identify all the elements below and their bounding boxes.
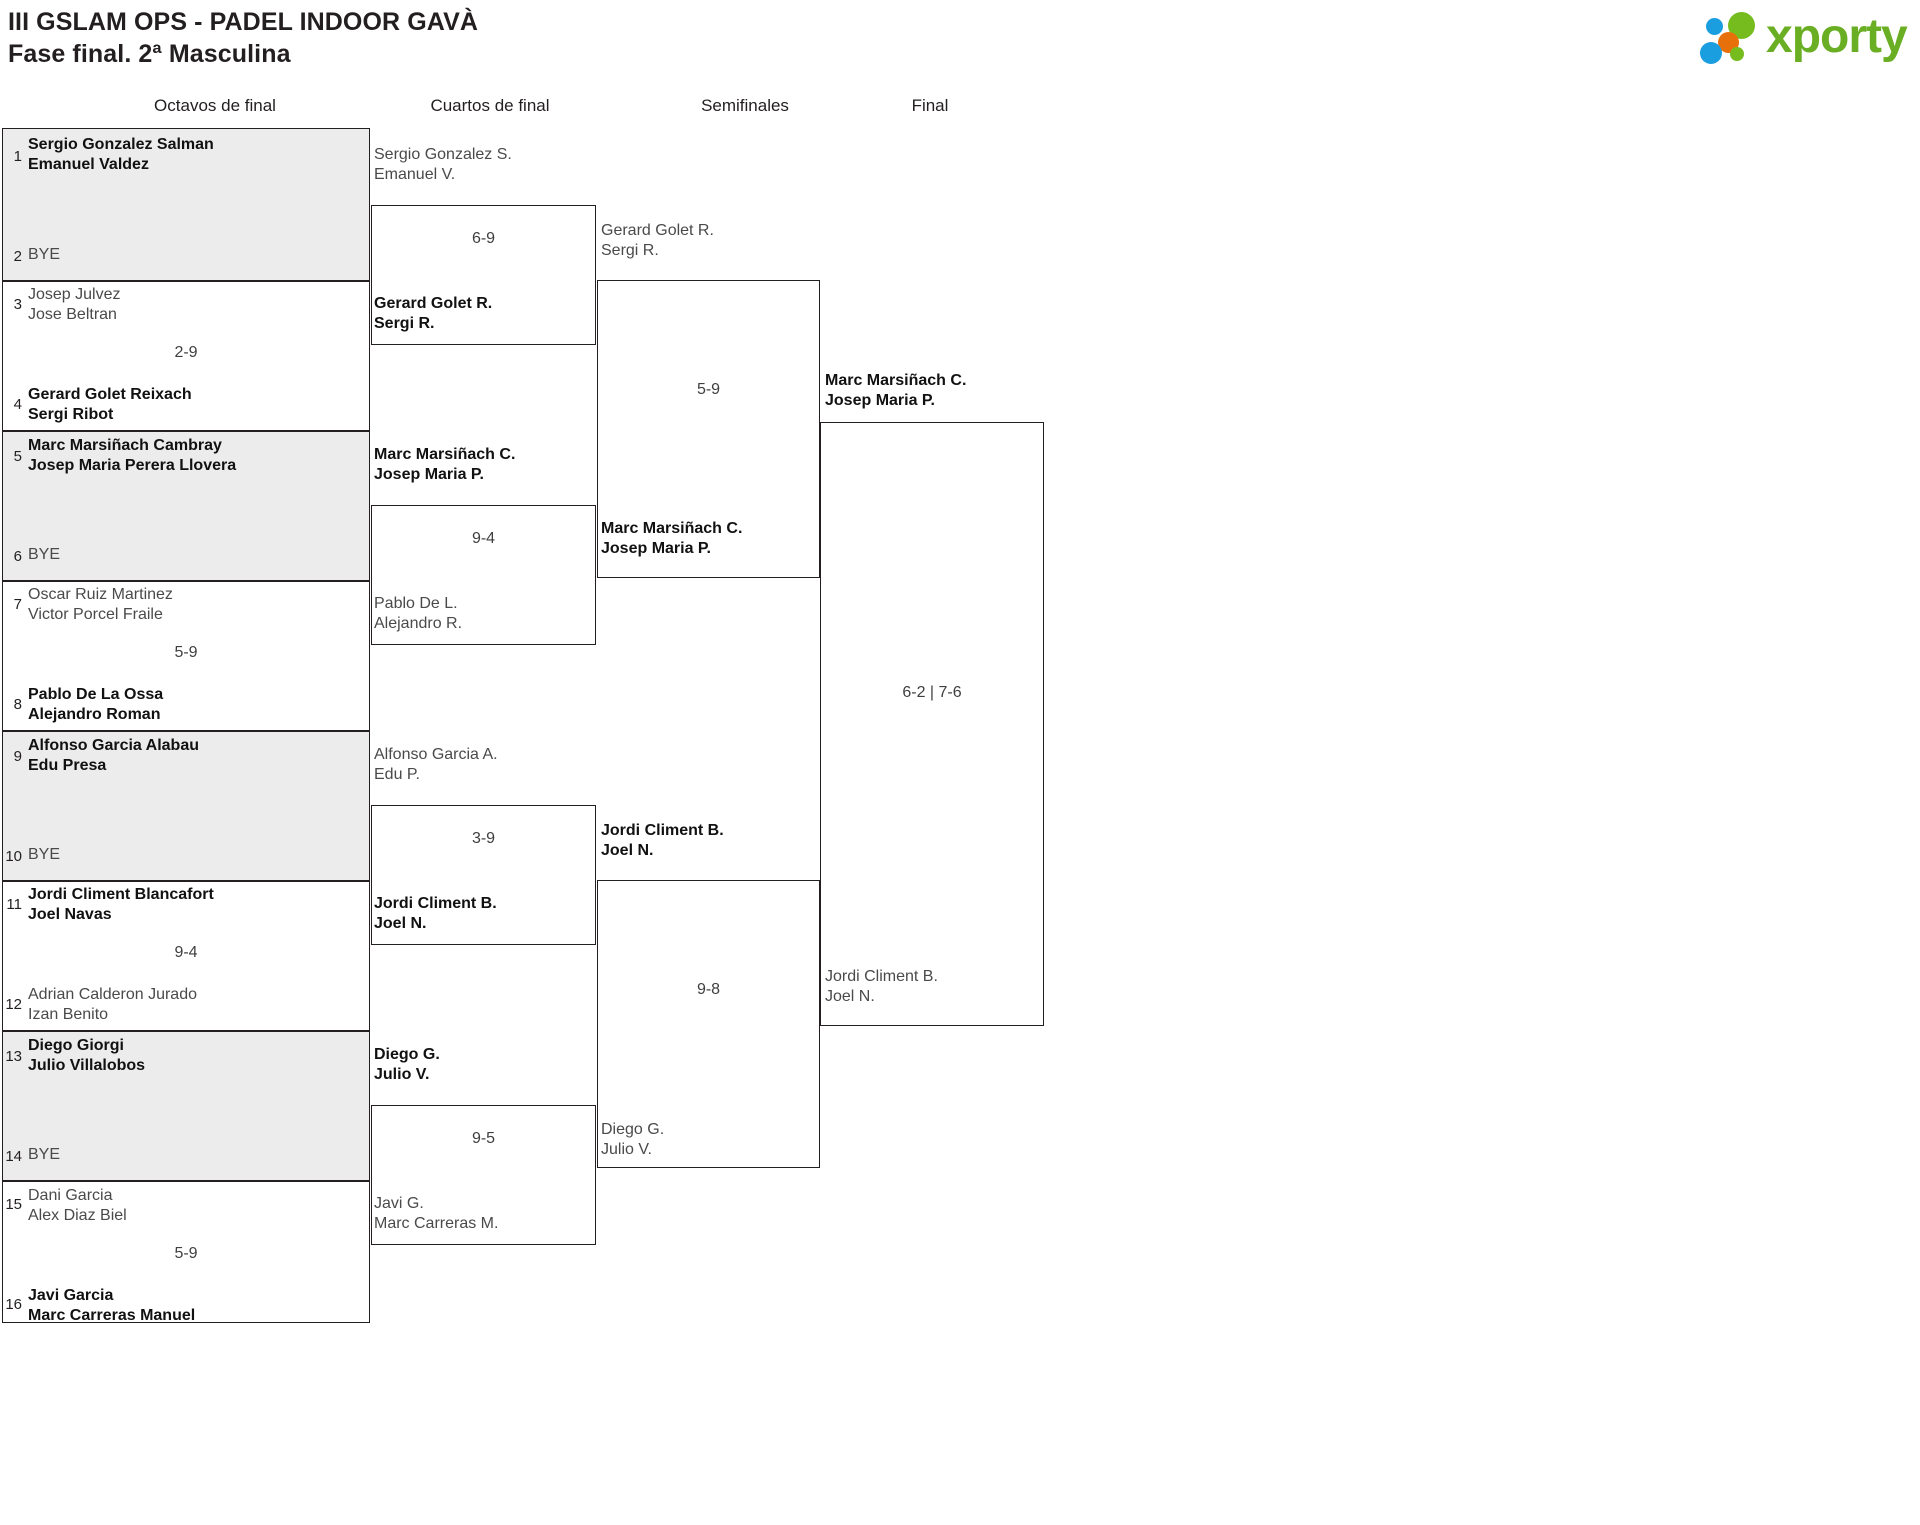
r3-team-4: Diego G. Julio V. [601,1121,665,1158]
r1-team-6: BYE [28,546,61,563]
r2-match-box-2[interactable] [371,505,596,645]
seed-number: 3 [13,296,22,313]
r2-team-2: Gerard Golet R. Sergi R. [374,295,493,332]
r2-match-box-4[interactable] [371,1105,596,1245]
r2-score-2: 9-4 [471,530,496,547]
r1-match-box-4[interactable] [2,581,370,731]
r1-match-box-2[interactable] [2,281,370,431]
seed-number: 5 [13,448,22,465]
seed-number: 1 [13,148,22,165]
r1-team-1: Sergio Gonzalez Salman Emanuel Valdez [28,136,214,173]
r4-team-1: Marc Marsiñach C. Josep Maria P. [825,372,967,409]
tournament-name: III GSLAM OPS - PADEL INDOOR GAVÀ [8,8,478,36]
r2-team-1: Sergio Gonzalez S. Emanuel V. [374,146,512,183]
r4-score-1: 6-2 | 7-6 [902,684,962,701]
round-header-cuartos: Cuartos de final [430,96,550,115]
r1-match-box-7[interactable] [2,1031,370,1181]
r4-team-2: Jordi Climent B. Joel N. [825,968,938,1005]
r1-team-16: Javi Garcia Marc Carreras Manuel [28,1287,196,1324]
r3-team-3: Jordi Climent B. Joel N. [601,822,724,859]
r2-team-8: Javi G. Marc Carreras M. [374,1195,499,1232]
tournament-phase: Fase final. 2ª Masculina [8,40,291,68]
r3-score-2: 9-8 [696,981,721,998]
r1-score-2: 2-9 [174,344,198,361]
seed-number: 16 [5,1296,22,1313]
r2-match-box-3[interactable] [371,805,596,945]
r2-team-5: Alfonso Garcia A. Edu P. [374,746,498,783]
r2-score-3: 3-9 [471,830,496,847]
r3-team-2: Marc Marsiñach C. Josep Maria P. [601,520,743,557]
seed-number: 11 [6,896,22,913]
r3-match-box-2[interactable] [597,880,820,1168]
r1-team-7: Oscar Ruiz Martinez Victor Porcel Fraile [28,586,173,623]
r1-team-14: BYE [28,1146,61,1163]
r2-team-7: Diego G. Julio V. [374,1046,440,1083]
seed-number: 6 [13,548,22,565]
r2-team-3: Marc Marsiñach C. Josep Maria P. [374,446,516,483]
r1-match-box-3[interactable] [2,431,370,581]
xporty-logo[interactable]: xporty [1700,8,1910,66]
r1-team-13: Diego Giorgi Julio Villalobos [28,1037,146,1074]
seed-number: 7 [13,596,22,613]
seed-number: 9 [13,748,22,765]
seed-number: 15 [5,1196,22,1213]
seed-number: 8 [13,696,22,713]
r1-team-11: Jordi Climent Blancafort Joel Navas [28,886,214,923]
r1-score-6: 9-4 [174,944,198,961]
seed-number: 12 [5,996,22,1013]
r1-match-box-8[interactable] [2,1181,370,1323]
r1-team-5: Marc Marsiñach Cambray Josep Maria Perer… [28,437,237,474]
logo-dots-icon [1700,12,1772,66]
r1-match-box-1[interactable] [2,128,370,281]
r1-team-2: BYE [28,246,61,263]
round-header-semis: Semifinales [701,96,789,115]
r1-team-8: Pablo De La Ossa Alejandro Roman [28,686,164,723]
r2-team-6: Jordi Climent B. Joel N. [374,895,497,932]
r1-team-9: Alfonso Garcia Alabau Edu Presa [28,737,199,774]
r1-team-4: Gerard Golet Reixach Sergi Ribot [28,386,192,423]
r4-match-box-1[interactable] [820,422,1044,1026]
logo-wordmark: xporty [1766,10,1908,63]
r3-score-1: 5-9 [696,381,721,398]
tournament-title: III GSLAM OPS - PADEL INDOOR GAVÀ Fase f… [8,6,478,70]
r1-score-8: 5-9 [174,1245,198,1262]
r3-team-1: Gerard Golet R. Sergi R. [601,222,714,259]
r1-team-15: Dani Garcia Alex Diaz Biel [28,1187,127,1224]
r2-match-box-1[interactable] [371,205,596,345]
r2-score-1: 6-9 [471,230,496,247]
r1-score-4: 5-9 [174,644,198,661]
r2-score-4: 9-5 [471,1130,496,1147]
seed-number: 4 [13,396,22,413]
seed-number: 10 [5,848,22,865]
round-header-final: Final [911,96,949,115]
r1-team-10: BYE [28,846,61,863]
r1-match-box-6[interactable] [2,881,370,1031]
seed-number: 2 [13,248,22,265]
r2-team-4: Pablo De L. Alejandro R. [374,595,463,632]
r1-team-3: Josep Julvez Jose Beltran [28,286,121,323]
r1-match-box-5[interactable] [2,731,370,881]
seed-number: 13 [5,1048,22,1065]
r1-team-12: Adrian Calderon Jurado Izan Benito [28,986,197,1023]
round-header-octavos: Octavos de final [154,96,276,115]
seed-number: 14 [5,1148,22,1165]
r3-match-box-1[interactable] [597,280,820,578]
